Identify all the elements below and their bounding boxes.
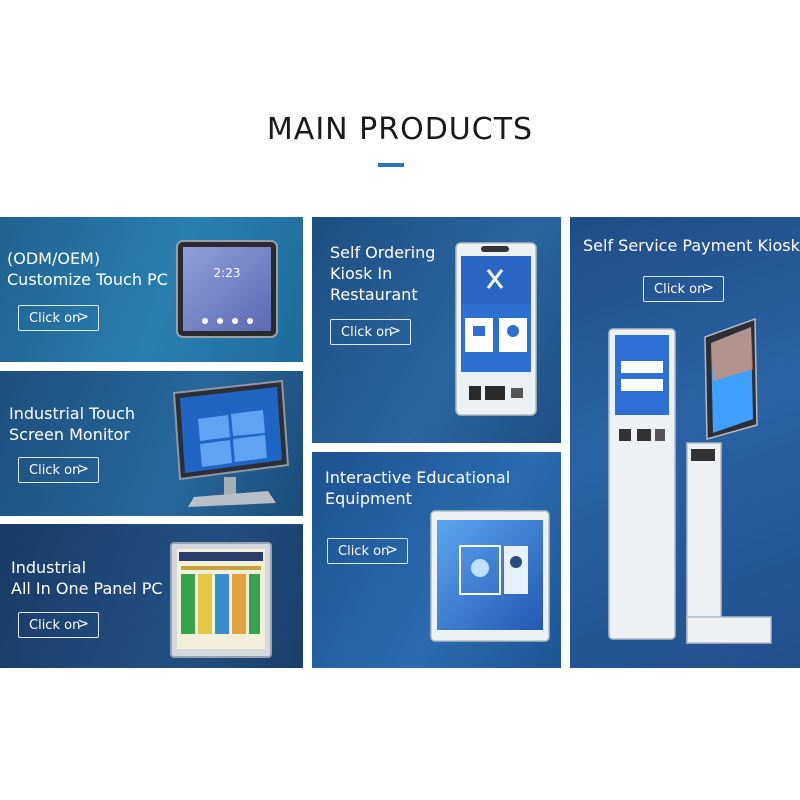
monitor-image bbox=[172, 379, 290, 507]
panel-pc-image bbox=[170, 542, 272, 658]
click-on-button[interactable]: Click on > bbox=[327, 538, 408, 564]
chevron-right-icon: > bbox=[386, 542, 398, 558]
tile-industrial-touch-monitor[interactable]: Industrial Touch Screen Monitor Click on… bbox=[0, 371, 303, 516]
click-on-button[interactable]: Click on > bbox=[18, 457, 99, 483]
tile-all-in-one-panel-pc[interactable]: Industrial All In One Panel PC Click on … bbox=[0, 524, 303, 668]
chevron-right-icon: > bbox=[77, 461, 89, 477]
tile-title-line1: (ODM/OEM) bbox=[7, 249, 101, 268]
page-title: MAIN PRODUCTS bbox=[266, 112, 534, 147]
tile-title-line1: Interactive Educational bbox=[325, 468, 511, 487]
educational-panel-image bbox=[430, 510, 550, 642]
button-label: Click on bbox=[338, 543, 390, 559]
click-on-button[interactable]: Click on > bbox=[18, 612, 99, 638]
tile-title: Self Ordering Kiosk In Restaurant bbox=[330, 242, 435, 305]
tile-title-line3: Restaurant bbox=[330, 285, 418, 304]
tile-self-ordering-kiosk[interactable]: Self Ordering Kiosk In Restaurant Click … bbox=[312, 217, 561, 443]
tile-title: Industrial All In One Panel PC bbox=[11, 557, 163, 599]
chevron-right-icon: > bbox=[702, 280, 714, 296]
click-on-button[interactable]: Click on > bbox=[330, 319, 411, 345]
tile-title-line2: Kiosk In bbox=[330, 264, 393, 283]
tile-title: Self Service Payment Kiosk bbox=[583, 235, 800, 256]
tile-title: Industrial Touch Screen Monitor bbox=[9, 403, 135, 445]
tile-title-line2: Equipment bbox=[325, 489, 412, 508]
ordering-kiosk-image bbox=[455, 242, 537, 416]
payment-kiosk-image bbox=[608, 317, 772, 644]
svg-text:2:23: 2:23 bbox=[214, 266, 241, 280]
tile-title: (ODM/OEM) Customize Touch PC bbox=[7, 248, 168, 290]
tile-title-line1: Industrial bbox=[11, 558, 87, 577]
button-label: Click on bbox=[29, 310, 81, 326]
tile-educational-equipment[interactable]: Interactive Educational Equipment Click … bbox=[312, 452, 561, 668]
button-label: Click on bbox=[341, 324, 393, 340]
tablet-image: 2:23 bbox=[176, 240, 278, 338]
tile-title-line2: Customize Touch PC bbox=[7, 270, 168, 289]
tile-title-line1: Self Ordering bbox=[330, 243, 436, 262]
chevron-right-icon: > bbox=[389, 323, 401, 339]
tile-title-line1: Self Service Payment Kiosk bbox=[583, 236, 800, 255]
title-underline bbox=[378, 163, 404, 167]
chevron-right-icon: > bbox=[77, 616, 89, 632]
tile-payment-kiosk[interactable]: Self Service Payment Kiosk Click on > bbox=[570, 217, 800, 668]
chevron-right-icon: > bbox=[77, 309, 89, 325]
button-label: Click on bbox=[654, 281, 706, 297]
button-label: Click on bbox=[29, 617, 81, 633]
tile-title: Interactive Educational Equipment bbox=[325, 467, 510, 509]
button-label: Click on bbox=[29, 462, 81, 478]
tile-title-line2: All In One Panel PC bbox=[11, 579, 163, 598]
tile-title-line1: Industrial Touch bbox=[9, 404, 136, 423]
click-on-button[interactable]: Click on > bbox=[643, 276, 724, 302]
tile-title-line2: Screen Monitor bbox=[9, 425, 130, 444]
tile-customize-touch-pc[interactable]: (ODM/OEM) Customize Touch PC Click on > … bbox=[0, 217, 303, 362]
click-on-button[interactable]: Click on > bbox=[18, 305, 99, 331]
